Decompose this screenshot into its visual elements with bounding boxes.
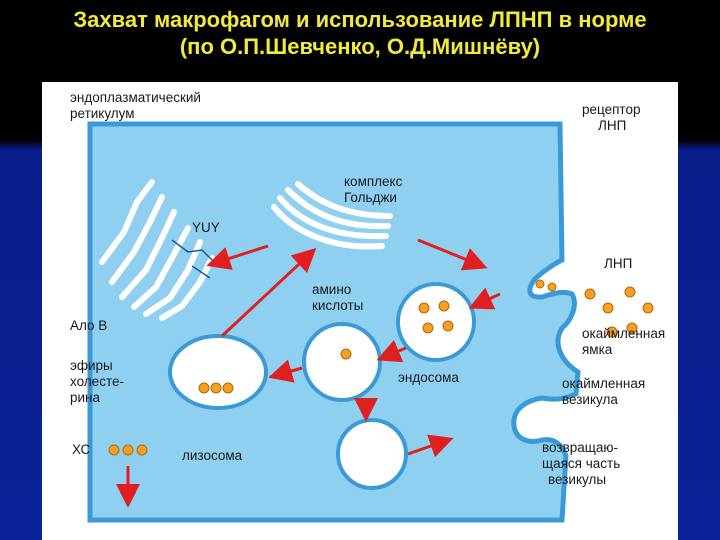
cholesterol-ester bbox=[222, 382, 234, 394]
cell-cytoplasm bbox=[87, 121, 581, 523]
arrow-vesicle-to-endosome bbox=[376, 340, 407, 363]
ldl-particle-vesicle bbox=[422, 322, 434, 334]
label-esters: рина bbox=[70, 390, 101, 405]
label-apo-b: Ало В bbox=[70, 318, 107, 333]
arrow-pit-to-vesicle bbox=[468, 287, 501, 310]
label-receptor: ЛНП bbox=[598, 118, 626, 133]
free-cholesterol bbox=[136, 444, 148, 456]
returning-vesicle bbox=[336, 418, 408, 490]
label-golgi: Гольджи bbox=[344, 190, 397, 205]
lysosome bbox=[168, 334, 268, 410]
label-returning-vesicle: возвращаю- bbox=[542, 440, 618, 455]
er-tubules bbox=[99, 179, 215, 321]
ldl-particles-outside bbox=[584, 286, 654, 338]
title-line-1: Захват макрофагом и использование ЛПНП в… bbox=[73, 7, 647, 32]
label-coated-pit: ямка bbox=[582, 342, 613, 357]
label-golgi: комплекс bbox=[344, 174, 403, 189]
title-line-2: (по О.П.Шевченко, О.Д.Мишнёву) bbox=[179, 34, 541, 59]
label-coated-pit: окаймленная bbox=[582, 326, 665, 341]
arrow-lysosome-to-golgi bbox=[220, 247, 317, 338]
label-esters: эфиры bbox=[70, 358, 113, 373]
cholesterol-ester bbox=[210, 382, 222, 394]
arrow-golgi-to-er bbox=[206, 244, 269, 270]
free-cholesterol bbox=[122, 444, 134, 456]
free-cholesterol bbox=[108, 444, 120, 456]
diagram-panel: YUY bbox=[42, 82, 678, 540]
cholesterol-ester bbox=[198, 382, 210, 394]
label-receptor: рецептор bbox=[582, 102, 640, 117]
ldl-particle-pit bbox=[547, 282, 557, 292]
label-endosome: эндосома bbox=[398, 370, 459, 385]
label-er: эндоплазматический bbox=[70, 90, 201, 105]
label-ldl: ЛНП bbox=[604, 256, 632, 271]
ldl-particle-vesicle bbox=[442, 320, 454, 332]
label-coated-vesicle: везикула bbox=[562, 392, 618, 407]
label-returning-vesicle: щаяся часть bbox=[542, 456, 620, 471]
label-amino-acids: амино bbox=[312, 282, 351, 297]
label-coated-vesicle: окаймленная bbox=[562, 376, 645, 391]
ldl-particle-endosome bbox=[340, 348, 352, 360]
ldl-particle-vesicle bbox=[418, 302, 430, 314]
ldl-particle-pit bbox=[535, 279, 545, 289]
arrow-golgi-to-membrane bbox=[417, 238, 488, 271]
endosome bbox=[302, 322, 382, 402]
arrow-returning-to-membrane bbox=[407, 434, 454, 458]
apo-y-marks: YUY bbox=[192, 220, 220, 235]
arrow-endosome-to-lysosome bbox=[268, 359, 303, 383]
golgi-stack bbox=[271, 181, 393, 250]
label-er: ретикулум bbox=[70, 106, 135, 121]
label-amino-acids: кислоты bbox=[312, 298, 363, 313]
label-lysosome: лизосома bbox=[182, 448, 243, 463]
ldl-particle-vesicle bbox=[438, 300, 450, 312]
label-esters: холесте- bbox=[70, 374, 124, 389]
slide-title: Захват макрофагом и использование ЛПНП в… bbox=[0, 6, 720, 60]
ldl-uptake-diagram: YUY bbox=[70, 90, 665, 523]
coated-vesicle bbox=[396, 282, 476, 362]
label-returning-vesicle: везикулы bbox=[548, 472, 606, 487]
label-xc: ХС bbox=[72, 442, 91, 457]
